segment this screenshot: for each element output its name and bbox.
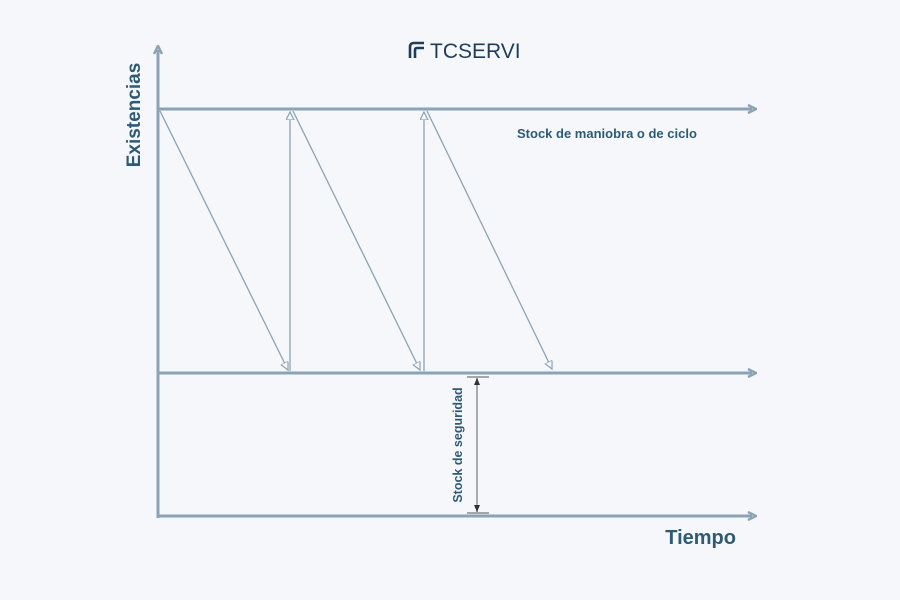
- logo-icon: [408, 41, 424, 58]
- logo: TCSERVI: [408, 40, 521, 63]
- consumption-line: [159, 110, 288, 370]
- cycle-stock-label: Stock de maniobra o de ciclo: [517, 126, 697, 141]
- consumption-line: [292, 110, 420, 370]
- consumption-line: [426, 110, 552, 369]
- logo-text: TCSERVI: [430, 40, 521, 63]
- y-axis-label: Existencias: [124, 63, 145, 168]
- x-axis-label: Tiempo: [665, 527, 736, 549]
- safety-stock-label: Stock de seguridad: [451, 387, 465, 502]
